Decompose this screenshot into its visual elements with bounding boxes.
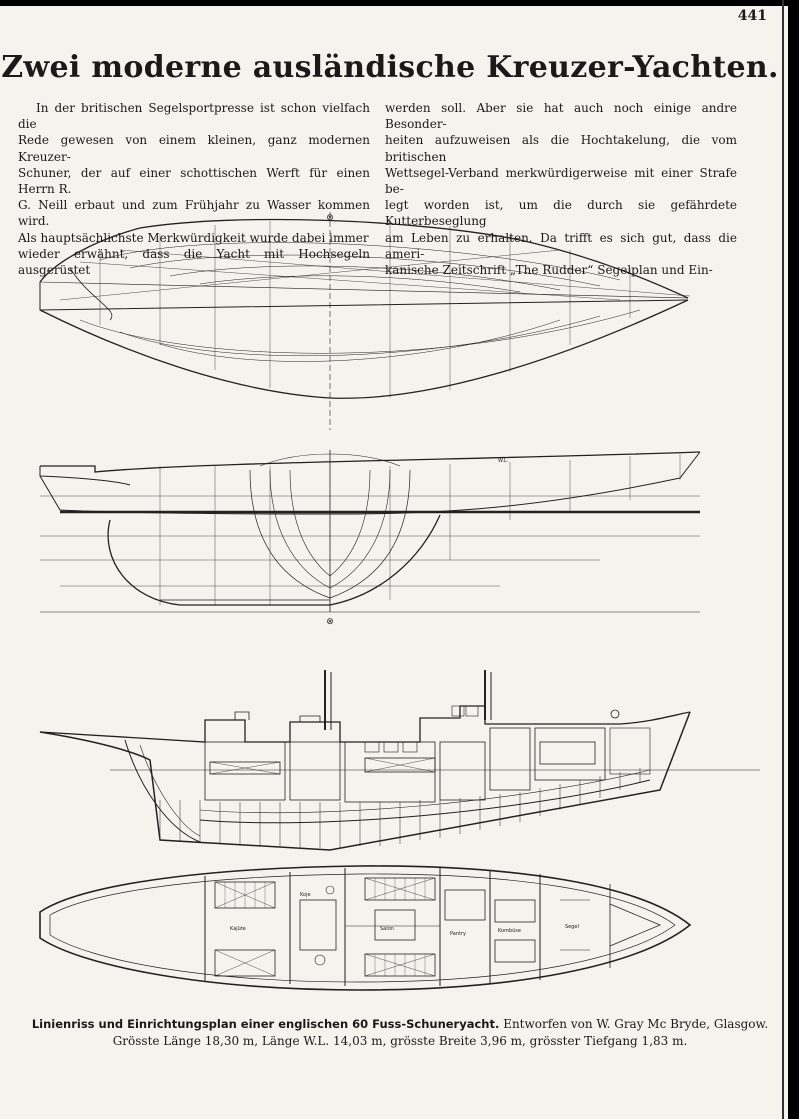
room-label-pantry: Pantry [450,931,466,937]
text-column-right: werden soll. Aber sie hat auch noch eini… [385,100,737,278]
room-label-cabin: Kajüte [230,926,246,932]
room-label-bunk: Koje [300,892,311,898]
text-line: Wettsegel-Verband merkwürdigerweise mit … [385,165,737,197]
profile-lines-plan [39,450,701,613]
scan-border-top [0,0,799,6]
caption-line-2: Grösste Länge 18,30 m, Länge W.L. 14,03 … [112,1034,688,1048]
room-label-galley: Kombüse [498,928,521,934]
text-line: Als hauptsächlichste Merkwürdigkeit wurd… [18,230,369,245]
room-label-salon: Salon [380,926,394,932]
text-line: Schuner, der auf einer schottischen Werf… [18,165,370,197]
text-column-left: In der britischen Segelsportpresse ist s… [18,100,370,278]
half-breadth-plan [39,212,691,430]
figure-caption: Linienriss und Einrichtungsplan einer en… [20,1016,780,1050]
waterline-mark: W.L. [498,458,509,464]
yacht-drawing: ⊗ ⊗ W.L. Salon Kajüte Pantry Kombüse Koj… [39,212,760,991]
text-line: G. Neill erbaut und zum Frühjahr zu Wass… [18,198,370,229]
text-line: In der britischen Segelsportpresse ist s… [18,101,370,132]
scan-border-right-line [782,0,784,1119]
caption-title: Linienriss und Einrichtungsplan einer en… [31,1017,500,1031]
station-marker-bottom: ⊗ [326,617,334,627]
page-number: 441 [737,8,767,24]
caption-line-1: Linienriss und Einrichtungsplan einer en… [20,1016,780,1033]
station-marker-top: ⊗ [326,213,334,223]
text-line: Rede gewesen von einem kleinen, ganz mod… [18,133,370,164]
page-title: Zwei moderne ausländische Kreuzer-Yachte… [1,50,779,85]
accommodation-plan [39,865,692,991]
text-line: am Leben zu erhalten. Da trifft es sich … [385,230,737,261]
caption-author: Entworfen von W. Gray Mc Bryde, Glasgow. [503,1017,769,1031]
room-label-store: Segel [565,924,579,930]
text-line: heiten aufzuweisen als die Hochtakelung,… [385,133,737,164]
text-line: wieder erwähnt, dass die Yacht mit Hochs… [18,246,370,278]
text-line: werden soll. Aber sie hat auch noch eini… [385,101,737,132]
scan-border-right [788,0,799,1119]
inboard-profile-plan [39,670,760,851]
